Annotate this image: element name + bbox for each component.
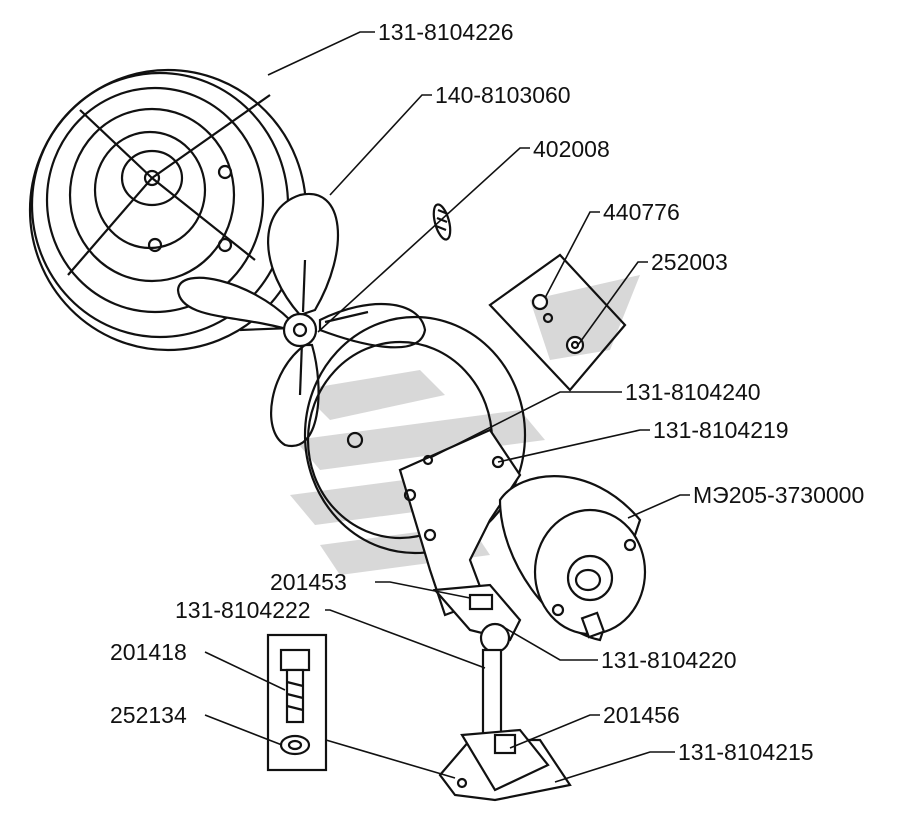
plate-bracket (398, 428, 522, 617)
base-plate (438, 728, 572, 802)
bolt-set (266, 633, 328, 772)
label-nut-small: 201453 (270, 569, 347, 595)
label-base-nut: 201456 (603, 702, 680, 728)
electric-motor (498, 475, 647, 642)
label-bracket: 131-8104240 (625, 379, 761, 405)
part-labels: 131-8104226 140-8103060 402008 440776 25… (110, 19, 864, 765)
label-stand: 131-8104222 (175, 597, 311, 623)
nut-plate (488, 253, 627, 392)
label-motor: МЭ205-3730000 (693, 482, 864, 508)
label-washer-plate: 252003 (651, 249, 728, 275)
leader-lines (204, 31, 690, 783)
label-spring: 402008 (533, 136, 610, 162)
label-base: 131-8104215 (678, 739, 814, 765)
stand-assembly (432, 583, 522, 742)
spring-part (432, 203, 452, 241)
label-guard: 131-8104226 (378, 19, 514, 45)
label-clamp: 131-8104220 (601, 647, 737, 673)
label-bolt: 201418 (110, 639, 187, 665)
label-nut-plate: 440776 (603, 199, 680, 225)
label-impeller: 140-8103060 (435, 82, 571, 108)
label-plate: 131-8104219 (653, 417, 789, 443)
label-washer-bolt: 252134 (110, 702, 187, 728)
